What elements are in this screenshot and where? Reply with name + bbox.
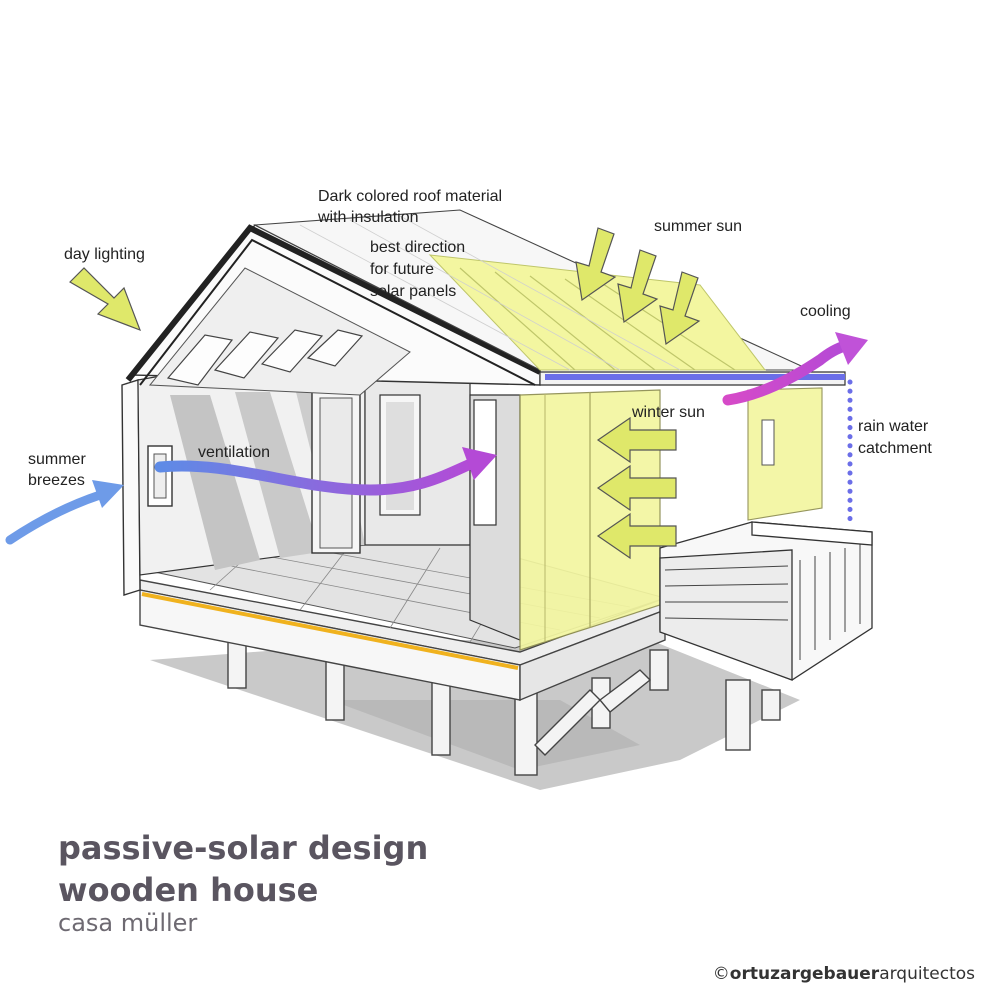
winter-sun-arrows	[596, 416, 677, 560]
credit: ©ortuzargebauerarquitectos	[713, 964, 975, 984]
subtitle: casa müller	[58, 909, 198, 937]
label-day-lighting: day lighting	[64, 246, 145, 263]
ventilation-arrow	[154, 447, 497, 496]
label-summer-sun: summer sun	[654, 218, 743, 235]
summer-sun-arrows	[575, 227, 701, 346]
credit-copyright: ©	[712, 964, 730, 984]
roof	[125, 209, 846, 396]
credit-bold: ortuzargebauer	[729, 964, 880, 984]
label-solar-line3: solar panels	[370, 283, 457, 300]
label-roof-material-line2: with insulation	[318, 209, 419, 226]
credit-regular: arquitectos	[879, 964, 975, 984]
deck	[659, 521, 873, 681]
label-breezes-line2: breezes	[28, 472, 85, 489]
label-solar-line2: for future	[370, 261, 435, 278]
day-lighting-arrow	[69, 267, 142, 332]
label-roof-material-line1: Dark colored roof material	[318, 188, 503, 205]
label-rain-line1: rain water	[858, 418, 929, 435]
label-ventilation: ventilation	[198, 444, 271, 461]
title-line1: passive-solar design	[58, 829, 429, 867]
label-cooling: cooling	[800, 303, 851, 320]
label-rain-line2: catchment	[858, 440, 932, 457]
label-winter-sun: winter sun	[632, 404, 705, 421]
label-breezes-line1: summer	[28, 451, 86, 468]
title-line2: wooden house	[58, 871, 319, 909]
cooling-arrow	[545, 332, 868, 406]
label-solar-line1: best direction	[370, 239, 466, 256]
summer-breezes-arrow	[5, 480, 124, 545]
